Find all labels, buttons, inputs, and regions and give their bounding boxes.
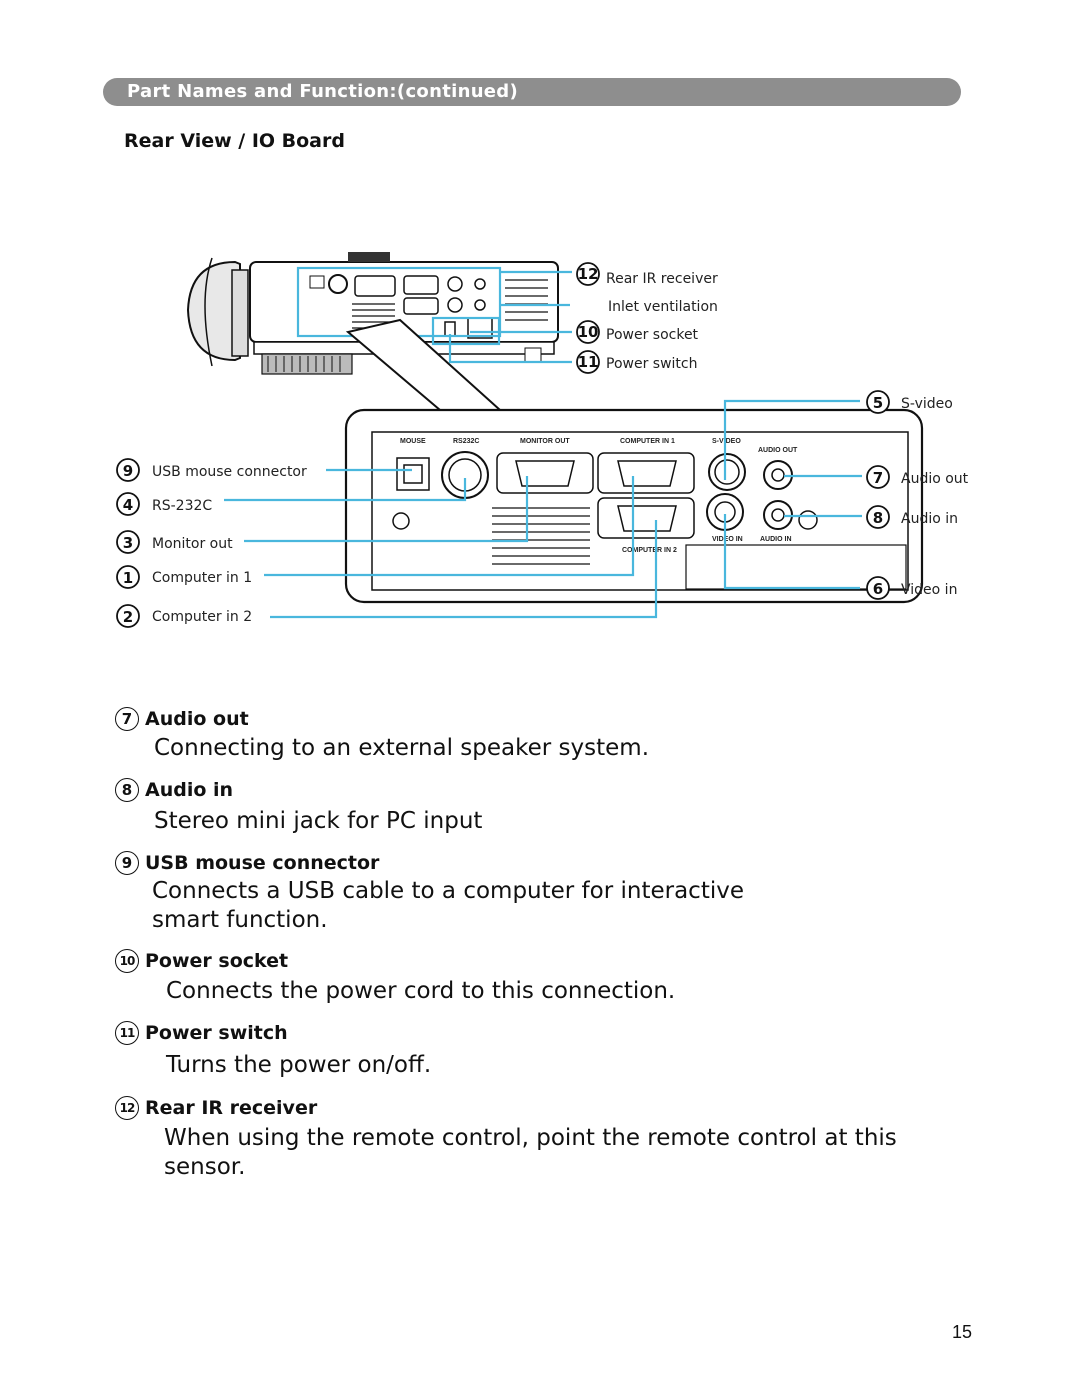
item-description: Stereo mini jack for PC input: [154, 808, 483, 834]
item-title: Power switch: [145, 1022, 288, 1044]
callout-power-socket: 10 Power socket: [576, 320, 699, 344]
board-label-audio-out: AUDIO OUT: [758, 447, 798, 454]
callout-inlet-ventilation: Inlet ventilation: [608, 299, 718, 315]
svg-text:9: 9: [123, 462, 133, 480]
item-number-badge: 12: [115, 1096, 139, 1120]
item-audio-out: 7 Audio out: [115, 707, 249, 731]
svg-text:11: 11: [578, 353, 599, 371]
svg-text:Computer in 2: Computer in 2: [152, 609, 252, 625]
svg-text:4: 4: [123, 496, 133, 514]
projector-illustration: [186, 252, 559, 411]
item-description: Connects a USB cable to a computer for i…: [152, 878, 744, 933]
item-rear-ir-receiver: 12 Rear IR receiver: [115, 1096, 317, 1120]
board-label-mouse: MOUSE: [400, 438, 426, 445]
svg-text:12: 12: [578, 265, 599, 283]
board-label-video-in: VIDEO IN: [712, 536, 743, 543]
callout-rear-ir-receiver: 12 Rear IR receiver: [576, 262, 718, 287]
svg-text:Power socket: Power socket: [606, 327, 699, 343]
svg-text:Power switch: Power switch: [606, 356, 697, 372]
board-label-s-video: S-VIDEO: [712, 438, 741, 445]
callout-rs-232c: 4 RS-232C: [116, 492, 212, 516]
svg-text:USB mouse connector: USB mouse connector: [152, 464, 307, 480]
item-power-switch: 11 Power switch: [115, 1021, 288, 1045]
item-number-badge: 8: [115, 778, 139, 802]
board-label-computer-in-1: COMPUTER IN 1: [620, 438, 675, 445]
rear-view-diagram: MOUSE RS232C MONITOR OUT COMPUTER IN 1 S…: [116, 252, 969, 628]
callout-computer-in-1: 1 Computer in 1: [116, 565, 252, 589]
leader-lines: [224, 270, 862, 619]
callout-audio-in: 8 Audio in: [866, 505, 958, 529]
svg-text:Audio out: Audio out: [901, 471, 969, 487]
item-description: Connects the power cord to this connecti…: [166, 978, 676, 1004]
board-label-rs232c: RS232C: [453, 438, 479, 445]
callout-s-video: 5 S-video: [866, 390, 953, 414]
page-number: 15: [952, 1322, 973, 1342]
svg-text:3: 3: [123, 534, 133, 552]
item-title: Audio in: [145, 779, 234, 801]
callout-power-switch: 11 Power switch: [576, 350, 697, 374]
svg-text:Video in: Video in: [901, 582, 957, 598]
item-title: Rear IR receiver: [145, 1097, 318, 1119]
svg-text:Computer in 1: Computer in 1: [152, 570, 252, 586]
svg-text:10: 10: [578, 323, 599, 341]
item-power-socket: 10 Power socket: [115, 949, 288, 973]
board-label-audio-in: AUDIO IN: [760, 536, 792, 543]
item-description: Turns the power on/off.: [166, 1052, 432, 1078]
item-number-badge: 9: [115, 851, 139, 875]
item-title: USB mouse connector: [145, 852, 380, 874]
svg-text:Audio in: Audio in: [901, 511, 958, 527]
svg-text:1: 1: [123, 569, 133, 587]
item-description: Connecting to an external speaker system…: [154, 735, 650, 761]
svg-text:7: 7: [873, 469, 883, 487]
item-number-badge: 7: [115, 707, 139, 731]
item-number-badge: 10: [115, 949, 139, 973]
item-usb-mouse-connector: 9 USB mouse connector: [115, 851, 379, 875]
svg-text:5: 5: [873, 394, 883, 412]
svg-text:Inlet ventilation: Inlet ventilation: [608, 299, 718, 315]
svg-text:Rear IR receiver: Rear IR receiver: [606, 271, 718, 287]
svg-text:S-video: S-video: [901, 396, 953, 412]
section-banner: Part Names and Function:(continued): [103, 78, 961, 106]
item-description: When using the remote control, point the…: [164, 1125, 897, 1180]
callout-computer-in-2: 2 Computer in 2: [116, 604, 252, 628]
board-label-computer-in-2: COMPUTER IN 2: [622, 547, 677, 554]
svg-text:2: 2: [123, 608, 133, 626]
svg-text:6: 6: [873, 580, 883, 598]
rear-view-heading: Rear View / IO Board: [124, 130, 345, 152]
svg-text:RS-232C: RS-232C: [152, 498, 212, 514]
item-title: Power socket: [145, 950, 289, 972]
svg-text:Monitor out: Monitor out: [152, 536, 233, 552]
item-number-badge: 11: [115, 1021, 139, 1045]
item-audio-in: 8 Audio in: [115, 778, 233, 802]
callout-monitor-out: 3 Monitor out: [116, 530, 233, 554]
callout-audio-out: 7 Audio out: [866, 465, 969, 489]
board-label-monitor-out: MONITOR OUT: [520, 438, 570, 445]
item-title: Audio out: [145, 708, 249, 730]
svg-text:8: 8: [873, 509, 883, 527]
callout-video-in: 6 Video in: [866, 576, 957, 600]
callout-usb-mouse-connector: 9 USB mouse connector: [116, 458, 307, 482]
section-banner-title: Part Names and Function:(continued): [127, 81, 519, 102]
